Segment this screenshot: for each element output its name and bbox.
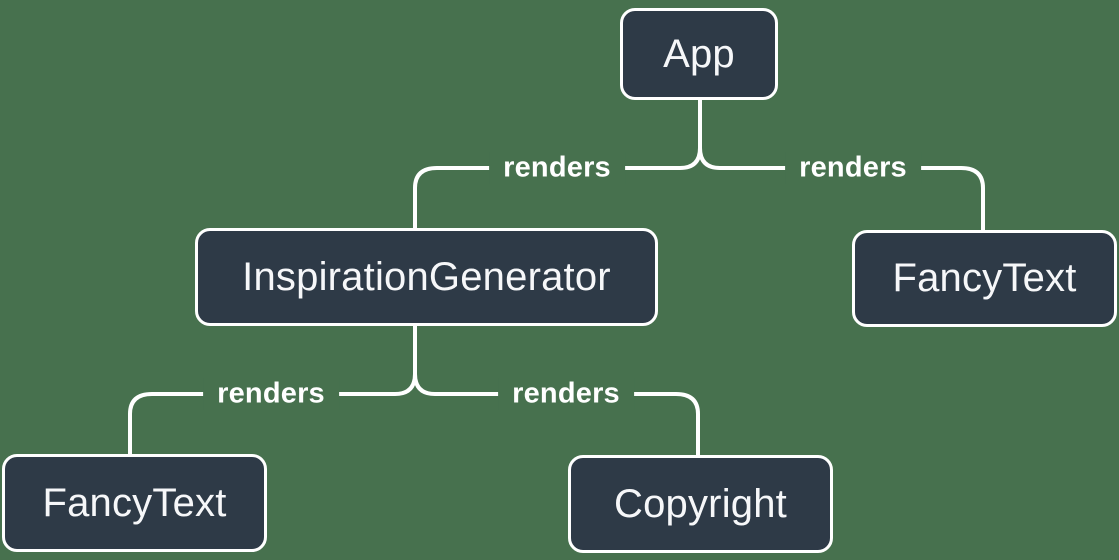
- tree-node-fancy-text-right: FancyText: [852, 230, 1117, 327]
- tree-node-copyright: Copyright: [568, 455, 833, 553]
- edge-label-renders: renders: [498, 377, 634, 411]
- tree-node-label: App: [663, 31, 735, 76]
- tree-node-inspiration-generator: InspirationGenerator: [195, 228, 658, 326]
- tree-node-app: App: [620, 8, 778, 100]
- tree-node-label: InspirationGenerator: [242, 254, 611, 299]
- tree-node-label: Copyright: [614, 481, 787, 526]
- tree-node-label: FancyText: [42, 480, 227, 525]
- edge-label-renders: renders: [489, 151, 625, 185]
- edge-label-renders: renders: [785, 151, 921, 185]
- tree-node-fancy-text-left: FancyText: [2, 454, 267, 552]
- edge-label-renders: renders: [203, 377, 339, 411]
- tree-node-label: FancyText: [892, 256, 1077, 300]
